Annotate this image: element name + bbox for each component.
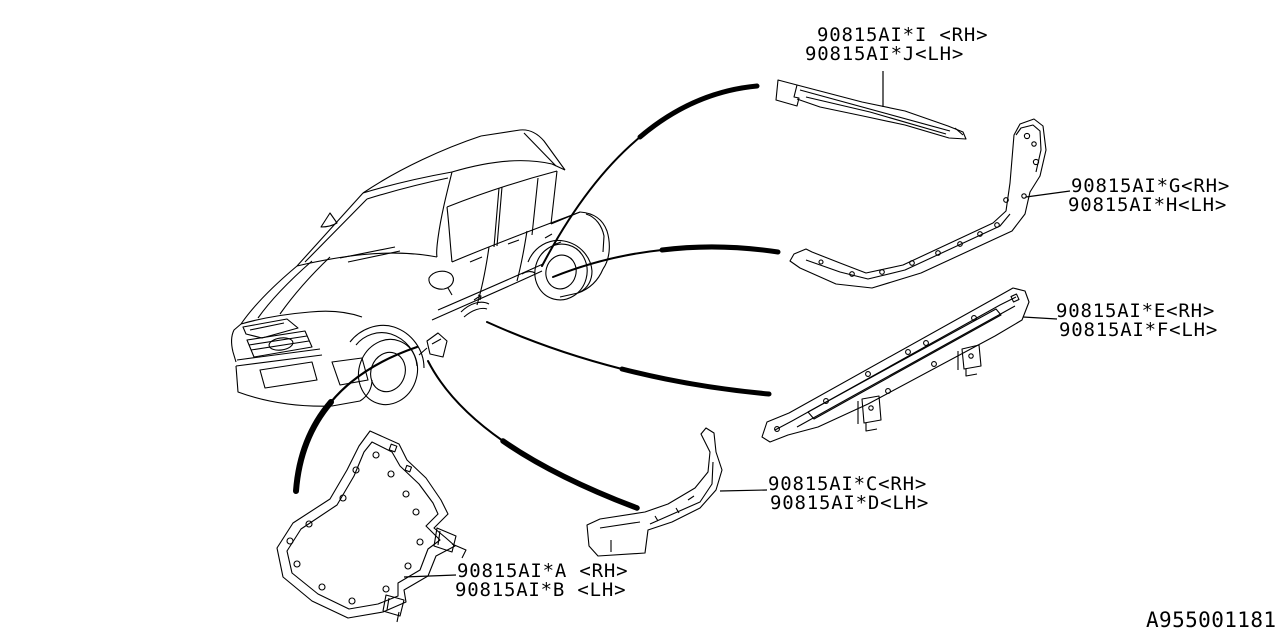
b-pillar — [493, 186, 503, 248]
clip-bracket — [857, 395, 882, 432]
cowl-line — [296, 252, 438, 267]
part-label-ef-rh[interactable]: 90815AI*E<RH> — [1056, 300, 1216, 322]
part-label-ab-lh[interactable]: 90815AI*B <LH> — [455, 579, 627, 601]
part-gh-drawing — [789, 118, 1047, 289]
door-handles — [469, 239, 520, 263]
part-label-ef-lh[interactable]: 90815AI*F<LH> — [1059, 319, 1219, 341]
sill-insulator-marker — [460, 301, 490, 318]
leader-line-cd — [719, 489, 768, 492]
rear-wheel — [534, 243, 588, 301]
part-label-gh-lh[interactable]: 90815AI*H<LH> — [1068, 194, 1228, 216]
apron-insulator-marker — [418, 332, 448, 358]
leader-line-gh — [1025, 190, 1071, 198]
diagram-id: A955001181 — [1146, 608, 1277, 632]
part-label-ij-rh[interactable]: 90815AI*I <RH> — [817, 24, 989, 46]
pointer-arc-to-part-ij — [541, 83, 760, 267]
headlight — [242, 318, 299, 339]
part-label-ij-lh[interactable]: 90815AI*J<LH> — [805, 43, 965, 65]
label-leader-lines — [403, 71, 1071, 578]
leader-line-ab — [403, 574, 457, 578]
front-wheel — [357, 338, 419, 406]
part-cd-drawing — [586, 427, 723, 557]
grille — [246, 330, 313, 358]
part-ab-drawing — [276, 430, 467, 623]
part-ef-drawing — [761, 287, 1030, 443]
leader-line-ef — [1022, 316, 1058, 320]
wiper-lines — [339, 246, 401, 263]
part-label-gh-rh[interactable]: 90815AI*G<RH> — [1071, 175, 1231, 197]
rear-wheel-arch — [527, 239, 593, 272]
clip-bracket — [433, 527, 467, 559]
clip-bracket — [382, 594, 405, 623]
clip-bracket — [957, 344, 982, 377]
pointer-arc-to-part-ef — [486, 321, 772, 397]
pointer-arc-to-part-ab — [293, 345, 419, 494]
part-label-cd-rh[interactable]: 90815AI*C<RH> — [768, 473, 928, 495]
tail-light — [585, 213, 605, 253]
pointer-arc-to-part-cd — [427, 360, 640, 511]
part-label-ab-rh[interactable]: 90815AI*A <RH> — [457, 560, 629, 582]
a-pillar — [296, 192, 364, 267]
pointer-arc-to-part-gh — [552, 244, 781, 278]
brand-badge — [268, 337, 294, 351]
roof-antenna — [320, 212, 338, 228]
side-mirror — [428, 270, 454, 290]
c-pillar — [531, 177, 539, 236]
car-illustration — [231, 129, 610, 407]
fog-light — [331, 357, 369, 386]
part-ij-drawing — [775, 79, 967, 140]
part-label-cd-lh[interactable]: 90815AI*D<LH> — [770, 492, 930, 514]
